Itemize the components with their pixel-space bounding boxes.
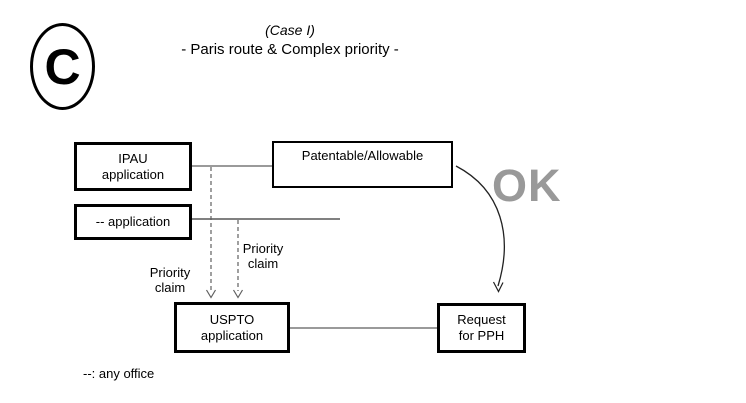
priority-claim-right-line2: claim [247,256,279,271]
priority-claim-left-line2: claim [154,280,186,295]
case-label: (Case I) [265,22,315,38]
priority-claim-label-right: Priority claim [233,241,293,271]
request-for-pph-line1: Request [457,312,506,327]
ok-label: OK [492,160,562,211]
any-office-application-box: -- application [74,204,192,240]
priority-claim-left-line1: Priority [149,265,191,280]
patentable-allowable-label: Patentable/Allowable [301,148,424,163]
request-for-pph-line2: for PPH [458,328,505,343]
priority-claim-right-line1: Priority [242,241,284,256]
case-subtitle: - Paris route & Complex priority - [181,41,399,58]
ipau-application-line2: application [101,166,165,182]
priority-claim-arrow-1 [205,167,217,299]
request-for-pph-box: Request for PPH [437,303,526,353]
ipau-application-box: IPAU application [74,142,192,191]
footnote: --: any office [83,366,155,381]
priority-claim-arrow-2 [232,220,244,299]
ok-curved-arrow [455,165,505,293]
ipau-application-line1: IPAU [118,150,148,166]
uspto-application-line2: application [200,327,264,343]
any-office-application-label: -- application [95,214,171,229]
case-badge: C [30,23,95,110]
uspto-application-box: USPTO application [174,302,290,353]
uspto-application-line1: USPTO [209,311,255,327]
case-badge-letter: C [44,38,81,95]
priority-claim-label-left: Priority claim [140,265,200,295]
patentable-allowable-box: Patentable/Allowable [272,141,453,188]
slide-title: (Case I) - Paris route & Complex priorit… [145,21,435,59]
